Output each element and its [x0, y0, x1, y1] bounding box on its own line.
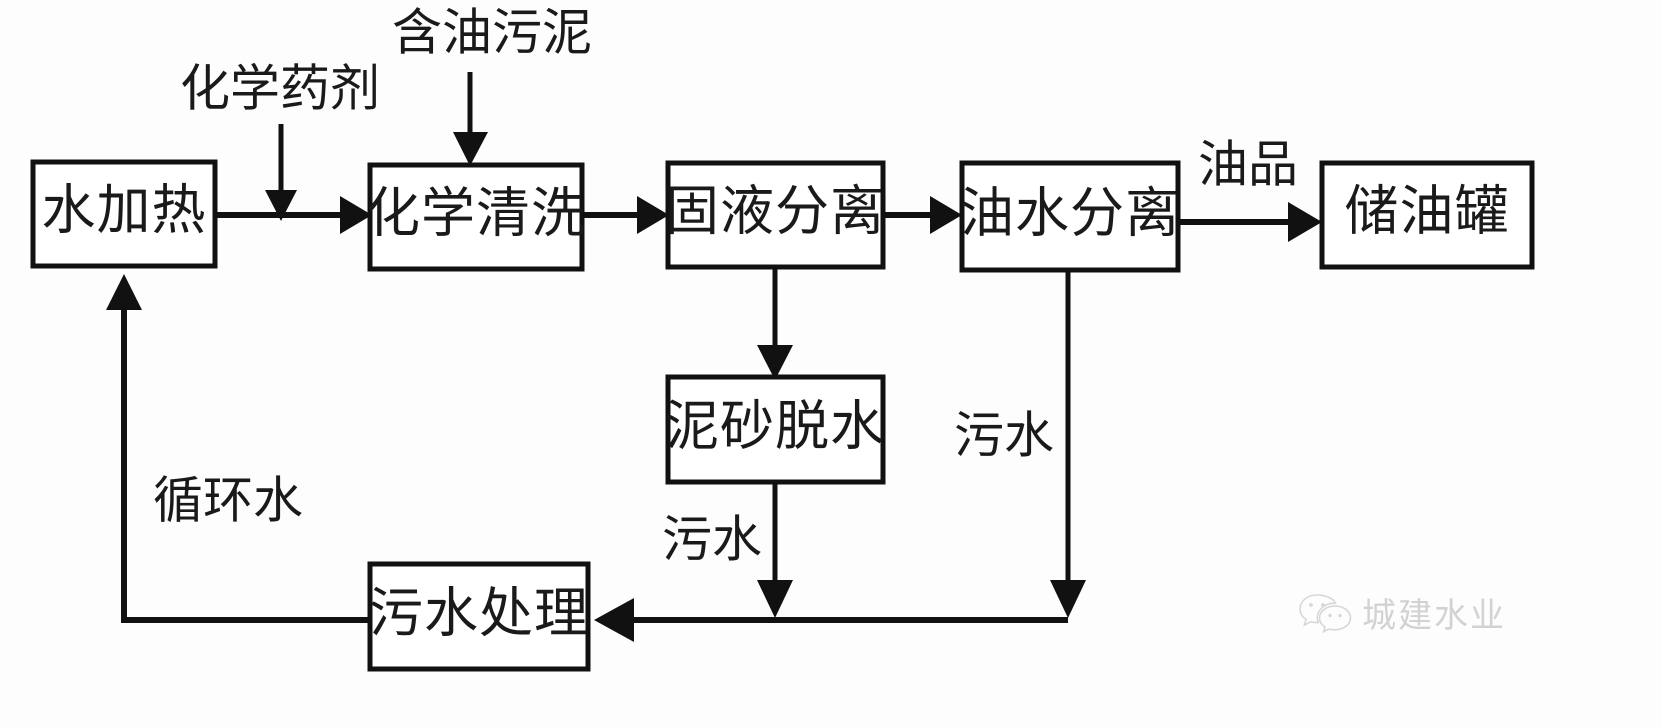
edge-bottom-bus-to-sewage — [594, 598, 1068, 642]
node-oil-storage-tank[interactable]: 储油罐 — [1319, 160, 1535, 270]
edge-oilwater-to-sewage — [1050, 270, 1086, 618]
edge-heat-to-wash — [215, 196, 372, 234]
edge-dewater-to-sewage — [757, 482, 793, 618]
node-label-sludge-dewatering: 泥砂脱水 — [665, 396, 885, 456]
edge-sewage-to-heating — [106, 274, 370, 623]
arrow-head-down — [757, 345, 793, 380]
node-box-chemical-washing[interactable] — [367, 162, 585, 272]
node-sludge-dewatering[interactable]: 泥砂脱水 — [665, 374, 886, 485]
node-solid-liquid-separation[interactable]: 固液分离 — [665, 160, 886, 270]
edge-label-oily-sludge: 含油污泥 — [392, 4, 592, 60]
wechat-icon — [1298, 592, 1352, 634]
arrow-head-down — [265, 190, 297, 221]
edge-label-recycled-water: 循环水 — [153, 472, 303, 528]
arrow-head-left — [594, 598, 634, 642]
edge-agent-to-wash — [265, 124, 297, 221]
node-chemical-washing[interactable]: 化学清洗 — [366, 162, 586, 272]
watermark-text: 城建水业 — [1362, 597, 1506, 635]
edge-label-sewage-sludge: 污水 — [662, 511, 762, 567]
node-box-sludge-dewatering[interactable] — [665, 374, 886, 485]
arrow-head-up — [106, 274, 142, 310]
node-sewage-treatment[interactable]: 污水处理 — [367, 561, 591, 672]
arrow-head-right — [637, 196, 669, 234]
node-label-oil-water-separation: 油水分离 — [960, 183, 1180, 243]
node-box-solid-liquid-separation[interactable] — [665, 160, 886, 270]
edge-label-oil-product: 油品 — [1198, 136, 1298, 192]
edge-sep-to-oilwater — [883, 196, 962, 234]
node-label-sewage-treatment: 污水处理 — [369, 583, 589, 643]
node-oil-water-separation[interactable]: 油水分离 — [959, 160, 1181, 273]
node-box-sewage-treatment[interactable] — [367, 561, 591, 672]
node-label-chemical-washing: 化学清洗 — [366, 183, 586, 243]
watermark: 城建水业 — [1298, 588, 1506, 637]
arrow-head-right — [1288, 202, 1322, 242]
node-label-solid-liquid-separation: 固液分离 — [665, 181, 885, 241]
node-label-oil-storage-tank: 储油罐 — [1345, 181, 1510, 241]
arrow-head-down — [1050, 580, 1086, 618]
edge-label-chemical-agent: 化学药剂 — [180, 60, 380, 116]
edge-oilwater-to-tank — [1178, 202, 1322, 242]
node-box-oil-storage-tank[interactable] — [1319, 160, 1535, 270]
edge-sep-to-dewater — [757, 267, 793, 380]
arrow-head-right — [340, 196, 372, 234]
node-label-water-heating: 水加热 — [42, 180, 207, 240]
edge-wash-to-sep — [582, 196, 669, 234]
edge-label-sewage-oil-water: 污水 — [954, 407, 1054, 463]
arrow-head-down — [757, 580, 793, 618]
edge-sludge-to-wash — [453, 72, 488, 166]
arrow-head-right — [930, 196, 962, 234]
node-box-water-heating[interactable] — [30, 159, 218, 269]
node-water-heating[interactable]: 水加热 — [30, 159, 218, 269]
node-box-oil-water-separation[interactable] — [959, 160, 1181, 273]
arrow-head-down — [453, 132, 488, 166]
